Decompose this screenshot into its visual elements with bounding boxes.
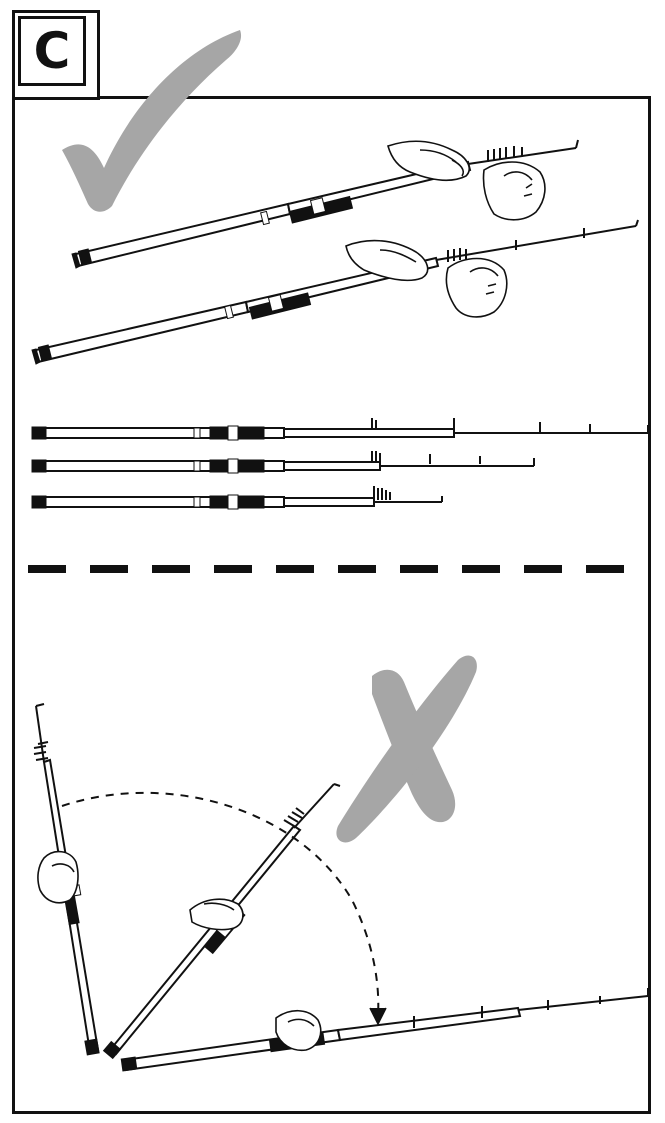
rod-horizontal-collapsed (31, 486, 443, 510)
hand-icon (189, 898, 244, 931)
rod-horizontal-medium (31, 451, 535, 474)
swing-arc (61, 791, 380, 1017)
arrow-head-icon (369, 1007, 387, 1026)
hand-icon (482, 161, 546, 221)
hand-icon (275, 1009, 322, 1052)
panel-label: C (18, 16, 86, 86)
rod-diagonal-2 (31, 219, 639, 365)
panel-frame (12, 96, 651, 1114)
rod-horizontal-full (31, 418, 649, 441)
rod-lowered (120, 988, 649, 1072)
rod-diagonal-1 (71, 139, 579, 269)
hand-icon (37, 850, 79, 904)
hand-icon (387, 140, 470, 182)
hand-icon (445, 257, 508, 318)
cross-mark-icon (336, 655, 477, 843)
hand-icon (345, 239, 429, 282)
panel-label-text: C (33, 22, 71, 80)
check-mark-icon (62, 30, 242, 212)
